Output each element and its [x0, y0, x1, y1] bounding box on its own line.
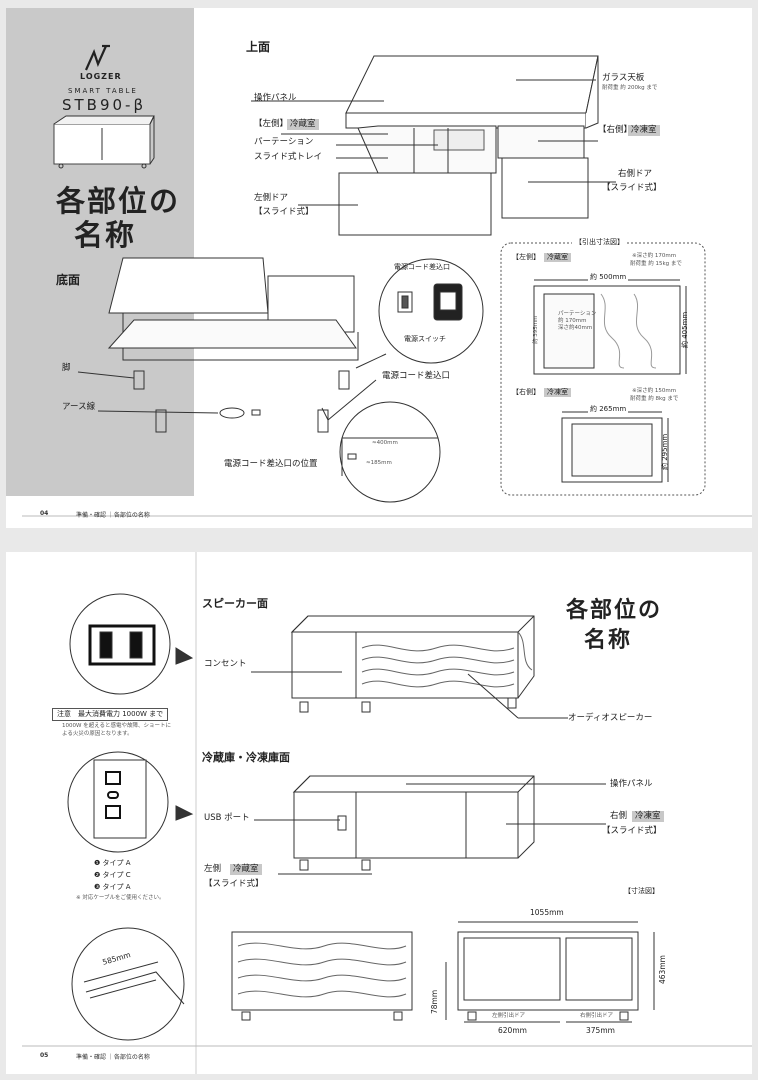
section-heading-bottom: 底面 [56, 273, 81, 287]
label-power-port-position: 電源コード差込口の位置 [224, 459, 318, 469]
label-right-prefix: 【右側】 [598, 125, 633, 135]
speaker-table [251, 615, 568, 719]
label-power-port: 電源コード差込口 [382, 371, 451, 381]
label-control-panel: 操作パネル [610, 779, 653, 789]
label-outlet: コンセント [204, 659, 247, 669]
logzer-logo-mark [84, 44, 110, 71]
bottom-view-table [77, 257, 484, 503]
model-name: STB90-β [62, 96, 147, 114]
page-title-line1: 各部位の [56, 184, 181, 218]
dims-right-tag: 冷凍室 [544, 388, 571, 397]
label-power-port-zoom: 電源コード差込口 [394, 263, 450, 271]
brand-line: SMART TABLE [68, 87, 138, 95]
drawer-dimension-box [500, 242, 706, 496]
dims-right-height: 約 295mm [661, 433, 669, 470]
label-right: 右側 [610, 811, 628, 821]
label-glass-load: 耐荷重 約 200kg まで [602, 85, 658, 91]
label-control-panel: 操作パネル [254, 93, 297, 103]
label-glass-top: ガラス天板 [602, 73, 645, 83]
label-right-type: 【スライド式】 [602, 826, 662, 836]
tag-right-freezer: 冷凍室 [628, 125, 660, 136]
label-partition: パーテーション [254, 137, 314, 147]
right-drawer-label: 右側引出ドア [580, 1013, 614, 1019]
label-usb-port: USB ポート [204, 813, 250, 823]
page-number: 05 [40, 1052, 49, 1059]
dims-title: 【寸法図】 [624, 887, 659, 895]
label-right-door: 右側ドア [618, 169, 653, 179]
page-title-line2: 名称 [584, 628, 633, 653]
page-number: 04 [40, 510, 49, 517]
label-left-door-type: 【スライド式】 [254, 207, 314, 217]
tag-right-freezer: 冷凍室 [632, 811, 664, 822]
page-title-line1: 各部位の [566, 598, 663, 623]
label-audio-speaker: オーディオスピーカー [568, 713, 653, 723]
outlet-zoom [69, 593, 194, 695]
page2-illustrations [22, 552, 752, 1074]
footer-text: 準備・確認 ｜各部位の名称 [76, 1054, 150, 1061]
page-title-line2: 名称 [74, 218, 137, 252]
dim-leg: 78mm [430, 989, 439, 1014]
footer-text: 準備・確認 ｜各部位の名称 [76, 512, 150, 519]
label-left-prefix: 【左側】 [254, 119, 289, 129]
label-power-switch: 電源スイッチ [404, 335, 446, 343]
dims-right-note1: ※深さ約 150mm [632, 388, 677, 394]
warning-line2: よる火災の原因となります。 [62, 731, 133, 737]
dims-left-prefix: 【左側】 [512, 253, 540, 261]
manual-page-04: LOGZER SMART TABLE STB90-β 各部位の 名称 上面 ガラ… [6, 8, 752, 528]
warning-box: 注意 最大消費電力 1000W まで [52, 708, 169, 721]
dims-partition-sub2: 深さ約40mm [558, 325, 593, 331]
top-view-table [251, 55, 616, 236]
dims-right-prefix: 【右側】 [512, 388, 540, 396]
gray-sidebar [6, 8, 194, 496]
dim-width: 1055mm [530, 908, 564, 917]
front-fridge-view [445, 921, 655, 1023]
dim-185: ≈185mm [366, 460, 392, 466]
fridge-table [254, 775, 606, 875]
page1-illustrations [22, 44, 752, 517]
dims-partition-sub1: 約 170mm [558, 318, 587, 324]
warning-line1: 1000W を超えると感電や故障、ショートに [62, 723, 172, 729]
port-item-1: ❶ タイプ A [94, 859, 131, 867]
port-item-3: ❸ タイプ A [94, 883, 131, 891]
brand-logo-text: LOGZER [80, 72, 122, 81]
dim-400: ≈400mm [372, 440, 398, 446]
dims-partition: パーテーション [558, 311, 597, 317]
usb-zoom [67, 751, 194, 853]
dims-left-height: 約 405mm [681, 311, 689, 348]
dims-right-width: 約 265mm [588, 405, 629, 413]
dims-left-width: 約 500mm [588, 273, 629, 281]
left-drawer-label: 左側引出ドア [492, 1013, 526, 1019]
section-heading-speaker: スピーカー面 [202, 597, 268, 610]
dims-left-note1: ※深さ約 170mm [632, 253, 677, 259]
dims-right-note2: 耐荷重 約 8kg まで [630, 396, 679, 402]
front-speaker-view [231, 931, 413, 1021]
dims-left-small: 約 395mm [533, 315, 539, 344]
product-thumbnail [53, 115, 155, 169]
drawer-dims-title: 【引出寸法図】 [572, 239, 627, 246]
dim-left-drawer: 620mm [498, 1026, 527, 1035]
label-right-door-type: 【スライド式】 [602, 183, 662, 193]
label-earth-wire: アース線 [62, 402, 96, 412]
dims-left-note2: 耐荷重 約 15kg まで [630, 261, 682, 267]
tag-left-fridge: 冷蔵室 [287, 119, 319, 130]
port-item-2: ❷ タイプ C [94, 871, 131, 879]
label-slide-tray: スライド式トレイ [254, 152, 323, 162]
dim-height: 463mm [658, 955, 667, 984]
depth-zoom [71, 927, 185, 1041]
manual-page-05: 各部位の 名称 スピーカー面 コンセント オーディオスピーカー 注意 最大消費電… [6, 552, 752, 1074]
label-left: 左側 [204, 864, 222, 874]
dim-right-drawer: 375mm [586, 1026, 615, 1035]
dims-left-tag: 冷蔵室 [544, 253, 571, 262]
label-leg: 脚 [62, 363, 71, 373]
section-heading-fridge: 冷蔵庫・冷凍庫面 [202, 751, 290, 764]
label-left-type: 【スライド式】 [204, 879, 264, 889]
label-left-door: 左側ドア [254, 193, 289, 203]
port-note: ※ 対応ケーブルをご使用ください。 [76, 895, 165, 901]
tag-left-fridge: 冷蔵室 [230, 864, 262, 875]
section-heading-top: 上面 [246, 40, 271, 54]
